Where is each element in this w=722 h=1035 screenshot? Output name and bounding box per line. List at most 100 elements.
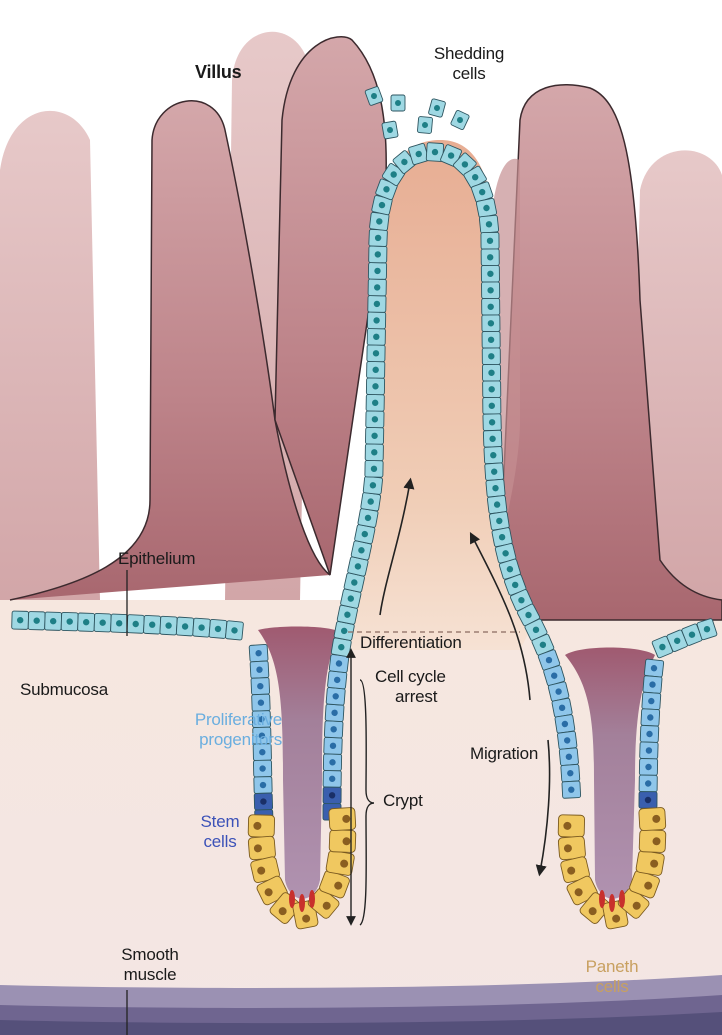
shedding-label-line2: cells: [414, 64, 524, 84]
villus-epithelial-cell: [476, 198, 497, 218]
villus-epithelial-cell: [479, 215, 499, 233]
surface-epithelial-cell: [12, 611, 29, 629]
villus-epithelial-cell: [326, 687, 345, 705]
villus-epithelial-cell: [485, 463, 504, 481]
paneth-granule: [599, 890, 605, 908]
surface-epithelial-cell: [127, 615, 144, 634]
villus-epithelial-cell: [561, 764, 580, 782]
paneth-cell: [639, 830, 666, 853]
villus-epithelial-cell: [368, 279, 386, 296]
shedding-cell: [417, 116, 432, 133]
villus-epithelial-cell: [324, 737, 343, 754]
paneth-granule: [619, 890, 625, 908]
crypt-cell: [639, 775, 657, 792]
villus-epithelial-cell: [487, 495, 507, 513]
crypt-cell: [254, 793, 272, 810]
paneth-cell: [329, 830, 356, 853]
villus-epithelial-cell: [358, 508, 379, 527]
villus-epithelial-cell: [367, 328, 385, 345]
paneth-cells-label: Paneth cells: [572, 957, 652, 997]
villus-epithelial-cell: [559, 748, 578, 766]
cell-cycle-line2: arrest: [375, 687, 446, 707]
villus-epithelial-cell: [481, 249, 499, 266]
villus-epithelial-cell: [486, 479, 505, 497]
villus-epithelial-cell: [483, 430, 502, 447]
proliferative-line2: progenitors: [144, 730, 282, 750]
paneth-cell: [558, 836, 586, 860]
villus-epithelial-cell: [369, 229, 388, 246]
migration-label: Migration: [470, 744, 538, 764]
villus-epithelial-cell: [368, 263, 386, 280]
differentiation-label: Differentiation: [360, 633, 462, 653]
crypt-cell: [253, 760, 271, 777]
paneth-cell: [329, 807, 356, 830]
villus-label: Villus: [195, 62, 242, 82]
villus-epithelial-cell: [365, 444, 383, 461]
back-villus-left: [0, 111, 100, 600]
villus-epithelial-cell: [361, 492, 381, 511]
smooth-muscle-label: Smooth muscle: [110, 945, 190, 985]
villus-epithelial-cell: [482, 331, 500, 348]
villus-epithelial-cell: [366, 378, 384, 395]
paneth-granule: [289, 890, 295, 908]
villus-epithelial-cell: [327, 671, 347, 689]
crypt-cell: [641, 709, 660, 726]
villus-epithelial-cell: [482, 315, 500, 332]
villus-epithelial-cell: [324, 721, 343, 738]
surface-epithelial-cell: [61, 612, 78, 630]
paneth-cell: [248, 815, 275, 838]
villus-epithelial-cell: [555, 714, 575, 733]
villus-epithelial-cell: [323, 754, 341, 771]
villus-epithelial-cell: [367, 312, 385, 329]
shedding-label-line1: Shedding: [414, 44, 524, 64]
villus-epithelial-cell: [369, 246, 387, 263]
crypt-cell: [640, 725, 659, 742]
crypt-cell: [640, 742, 659, 759]
paneth-cell: [636, 850, 665, 876]
villus-epithelial-cell: [482, 348, 500, 365]
villus-epithelial-cell: [482, 298, 500, 315]
paneth-granule: [309, 890, 315, 908]
villus-epithelial-cell: [365, 460, 383, 477]
paneth-line1: Paneth: [572, 957, 652, 977]
villus-epithelial-cell: [363, 476, 383, 494]
villus-epithelial-cell: [482, 364, 500, 381]
surface-epithelial-cell: [78, 613, 95, 632]
villus-epithelial-cell: [481, 232, 499, 249]
paneth-granule: [299, 894, 305, 912]
villus-epithelial-cell: [329, 654, 349, 672]
villus-epithelial-cell: [562, 781, 581, 798]
villus-epithelial-cell: [481, 265, 499, 282]
crypt-cell: [639, 792, 657, 809]
villus-epithelial-cell: [482, 282, 500, 299]
shedding-cell: [428, 98, 446, 117]
cell-cycle-line1: Cell cycle: [375, 667, 446, 687]
villus-epithelial-cell: [366, 411, 384, 428]
villus-epithelial-cell: [367, 361, 385, 378]
crypt-cell: [249, 644, 268, 662]
surface-epithelial-cell: [28, 611, 45, 629]
surface-epithelial-cell: [45, 612, 62, 630]
villus-epithelial-cell: [367, 345, 385, 362]
epithelium-label: Epithelium: [118, 549, 195, 569]
paneth-granule: [609, 894, 615, 912]
crypt-cell: [644, 659, 664, 677]
villus-epithelial-cell: [366, 394, 384, 411]
villus-epithelial-cell: [323, 770, 341, 787]
paneth-cell: [558, 815, 585, 838]
submucosa-label: Submucosa: [20, 680, 108, 700]
smooth-line1: Smooth: [110, 945, 190, 965]
villus-epithelial-cell: [483, 381, 501, 398]
surface-epithelial-cell: [143, 615, 160, 634]
villus-epithelial-cell: [323, 787, 341, 804]
villus-epithelial-cell: [365, 427, 383, 444]
crypt-cell: [252, 694, 271, 711]
surface-epithelial-cell: [225, 621, 243, 641]
surface-epithelial-cell: [193, 618, 211, 637]
shedding-cells-label: Shedding cells: [414, 44, 524, 84]
cell-cycle-arrest-label: Cell cycle arrest: [375, 667, 446, 707]
stem-line2: cells: [190, 832, 250, 852]
stem-line1: Stem: [190, 812, 250, 832]
villus-epithelial-cell: [325, 704, 344, 722]
